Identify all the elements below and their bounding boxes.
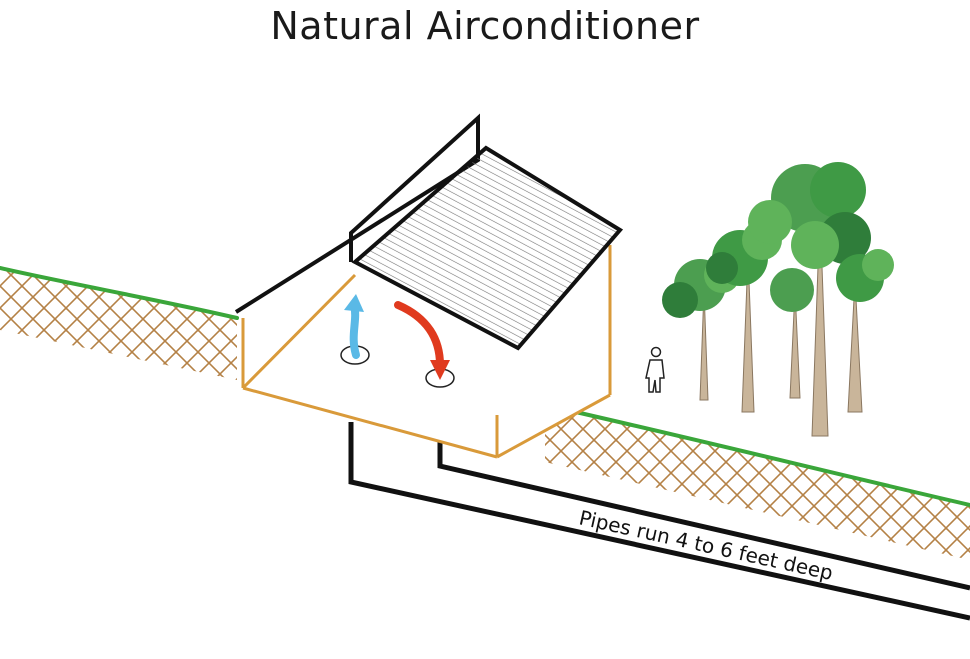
tree-group [662, 162, 894, 437]
grass-line-right [543, 403, 970, 507]
tree-icon [748, 162, 871, 437]
ground-left [0, 266, 239, 380]
grass-line-left [0, 266, 239, 320]
tree-icon [836, 249, 894, 413]
house [234, 113, 624, 459]
cool-air-arrow-icon [340, 294, 370, 365]
roof-frame [234, 113, 480, 314]
pipe-inner [437, 440, 970, 591]
ground-right [543, 403, 970, 560]
warm-air-arrow-icon [394, 301, 455, 388]
underground-pipes [348, 422, 970, 621]
pipe-outer [348, 422, 970, 621]
tree-icon [706, 220, 782, 413]
person-icon [645, 346, 665, 393]
corrugated-roof [351, 145, 624, 351]
tree-icon [770, 268, 814, 399]
diagram-title: Natural Airconditioner [270, 4, 700, 48]
